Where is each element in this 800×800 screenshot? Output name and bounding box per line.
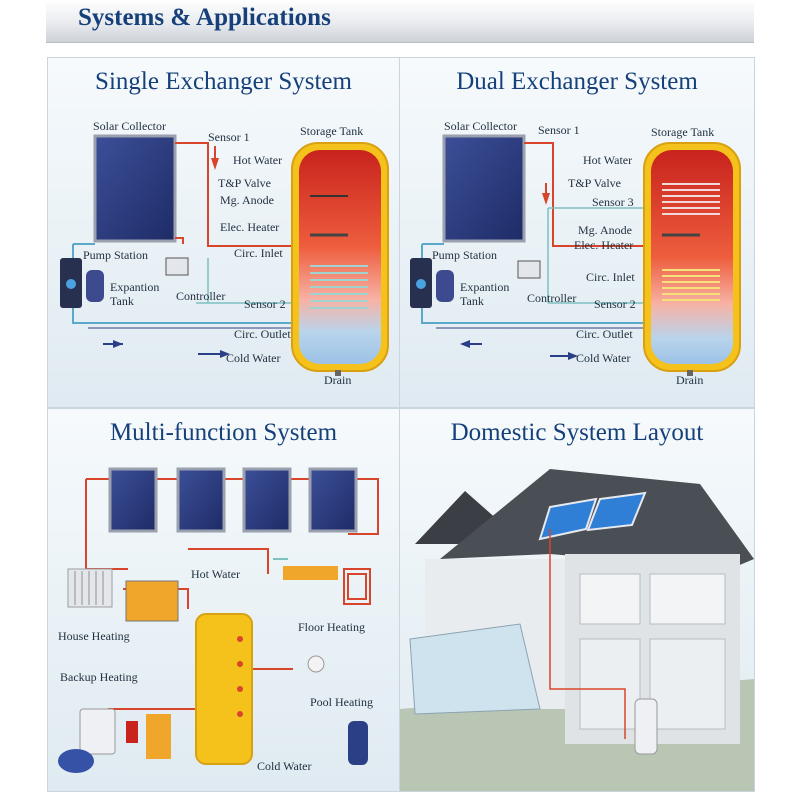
label-solar-collector: Solar Collector	[93, 119, 166, 133]
label-drain: Drain	[676, 373, 703, 387]
controller-box	[165, 257, 189, 276]
roof-solar-panels	[538, 497, 598, 541]
header-bar: Systems & Applications	[46, 0, 754, 43]
dual-exchanger-diagram: Solar Collector Sensor 1 Storage Tank Ho…	[410, 119, 741, 387]
storage-tank	[195, 613, 253, 765]
domestic-layout-title: Domestic System Layout	[450, 419, 704, 446]
solar-collector-2	[176, 467, 226, 533]
domestic-layout-panel: Domestic System Layout	[399, 408, 755, 792]
label-pump-station: Pump Station	[83, 248, 148, 262]
label-expansion-tank-1: Expantion	[110, 280, 159, 294]
floor-heating-coil	[343, 568, 371, 605]
backup-boiler	[79, 708, 116, 755]
multi-function-panel: Multi-function System	[47, 408, 400, 792]
dual-exchanger-panel: Dual Exchanger System	[399, 57, 755, 408]
label-circ-outlet: Circ. Outlet	[576, 327, 633, 341]
label-controller: Controller	[527, 291, 576, 305]
pool-heat-exchanger	[348, 721, 368, 765]
house-illustration	[400, 469, 754, 791]
label-elec-heater: Elec. Heater	[574, 238, 633, 252]
label-expansion-tank-1: Expantion	[460, 280, 509, 294]
label-sensor2: Sensor 2	[244, 297, 286, 311]
label-cold-water: Cold Water	[226, 351, 280, 365]
solar-collector-1	[108, 467, 158, 533]
pump-station	[125, 580, 179, 622]
label-tp-valve: T&P Valve	[218, 176, 271, 190]
label-expansion-tank-2: Tank	[460, 294, 484, 308]
label-mg-anode: Mg. Anode	[220, 193, 274, 207]
label-sensor1: Sensor 1	[208, 130, 250, 144]
label-pump-station: Pump Station	[432, 248, 497, 262]
solar-collector-4	[308, 467, 358, 533]
label-circ-inlet: Circ. Inlet	[586, 270, 635, 284]
label-drain: Drain	[324, 373, 351, 387]
label-expansion-tank-2: Tank	[110, 294, 134, 308]
single-exchanger-panel: Single Exchanger System	[47, 57, 400, 408]
controller-box	[517, 260, 541, 279]
label-elec-heater: Elec. Heater	[220, 220, 279, 234]
label-controller: Controller	[176, 289, 225, 303]
label-storage-tank: Storage Tank	[651, 125, 714, 139]
label-pool-heating: Pool Heating	[310, 695, 373, 709]
single-exchanger-title: Single Exchanger System	[95, 68, 352, 95]
label-floor-heating: Floor Heating	[298, 620, 365, 634]
label-cold-water: Cold Water	[257, 759, 311, 773]
label-sensor3: Sensor 3	[592, 195, 634, 209]
label-tp-valve: T&P Valve	[568, 176, 621, 190]
label-hot-water: Hot Water	[191, 567, 240, 581]
label-hot-water: Hot Water	[583, 153, 632, 167]
solar-collector-3	[242, 467, 292, 533]
multi-function-title: Multi-function System	[109, 419, 338, 446]
label-backup-heating: Backup Heating	[60, 670, 138, 684]
solar-collector	[442, 134, 526, 243]
label-mg-anode: Mg. Anode	[578, 223, 632, 237]
solar-collector	[93, 134, 177, 243]
manifold	[283, 566, 338, 580]
house-storage-tank	[634, 698, 658, 755]
label-circ-outlet: Circ. Outlet	[234, 327, 291, 341]
label-storage-tank: Storage Tank	[300, 124, 363, 138]
page-title: Systems & Applications	[78, 4, 331, 31]
label-cold-water: Cold Water	[576, 351, 630, 365]
multi-function-diagram: Hot Water House Heating Floor Heating Ba…	[58, 467, 379, 773]
single-exchanger-diagram: Solar Collector Sensor 1 Storage Tank Ho…	[60, 119, 389, 387]
label-house-heating: House Heating	[58, 629, 130, 643]
label-hot-water: Hot Water	[233, 153, 282, 167]
label-circ-inlet: Circ. Inlet	[234, 246, 283, 260]
label-sensor2: Sensor 2	[594, 297, 636, 311]
label-sensor1: Sensor 1	[538, 123, 580, 137]
label-solar-collector: Solar Collector	[444, 119, 517, 133]
dual-exchanger-title: Dual Exchanger System	[456, 68, 698, 95]
